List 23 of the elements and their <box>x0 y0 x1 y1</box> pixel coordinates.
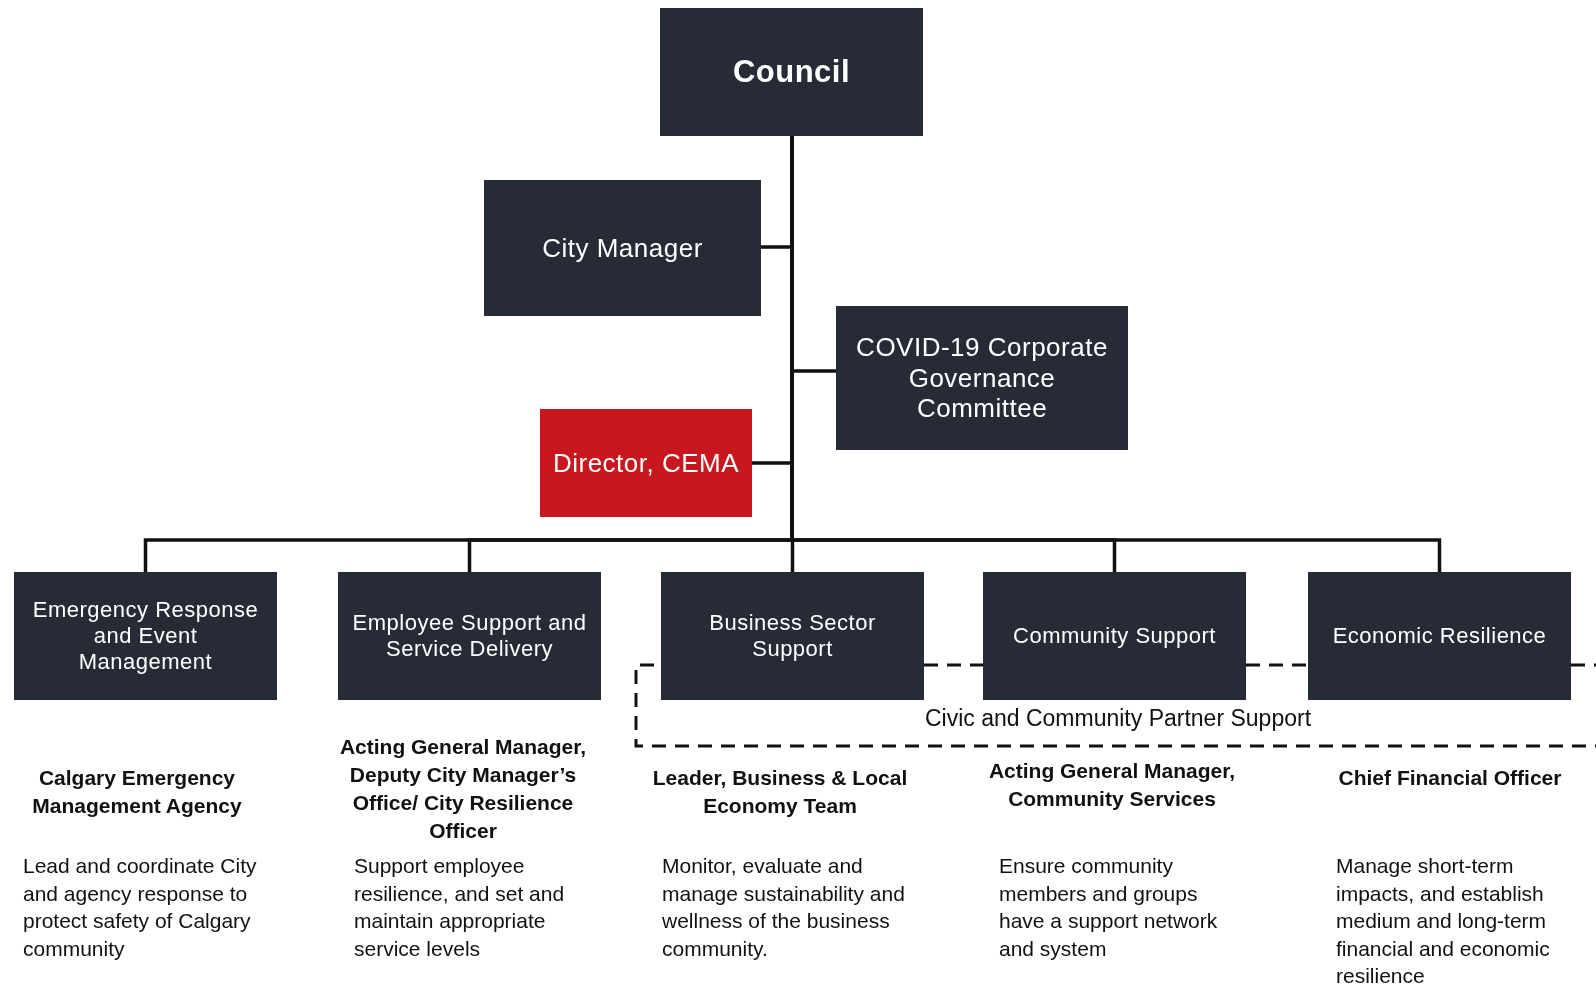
role-title: Acting General Manager, Deputy City Manager’s Office/ City Resilience Officer <box>338 734 588 844</box>
role-description: Monitor, evaluate and manage sustainability and wellness of the business community. <box>662 853 906 962</box>
role-title: Calgary Emergency Management Agency <box>31 765 243 819</box>
org-box: City Manager <box>484 180 761 316</box>
org-box: Business Sector Support <box>661 572 924 700</box>
org-box: Community Support <box>983 572 1246 700</box>
org-box: Employee Support and Service Delivery <box>338 572 601 700</box>
org-box: Economic Resilience <box>1308 572 1571 700</box>
role-title: Chief Financial Officer <box>1337 765 1563 791</box>
role-title: Acting General Manager, Community Services <box>987 758 1237 812</box>
org-box: Director, CEMA <box>540 409 752 517</box>
dashed-connector <box>924 663 983 667</box>
role-description: Ensure community members and groups have a support network and system <box>999 853 1219 962</box>
dashed-connector <box>1571 663 1596 667</box>
dashed-connector <box>1246 663 1308 667</box>
role-title: Leader, Business & Local Economy Team <box>651 765 909 819</box>
role-description: Support employee resilience, and set and maintain appropriate service levels <box>354 853 566 962</box>
role-description: Lead and coordinate City and agency response to protect safety of Calgary community <box>23 853 258 962</box>
role-description: Manage short-term impacts, and establish medium and long-term financial and economic resilience <box>1336 853 1551 989</box>
group-label: Civic and Community Partner Support <box>924 705 1312 732</box>
org-box: Council <box>660 8 923 136</box>
org-box: Emergency Response and Event Management <box>14 572 277 700</box>
org-box: COVID-19 Corporate Governance Committee <box>836 306 1128 450</box>
